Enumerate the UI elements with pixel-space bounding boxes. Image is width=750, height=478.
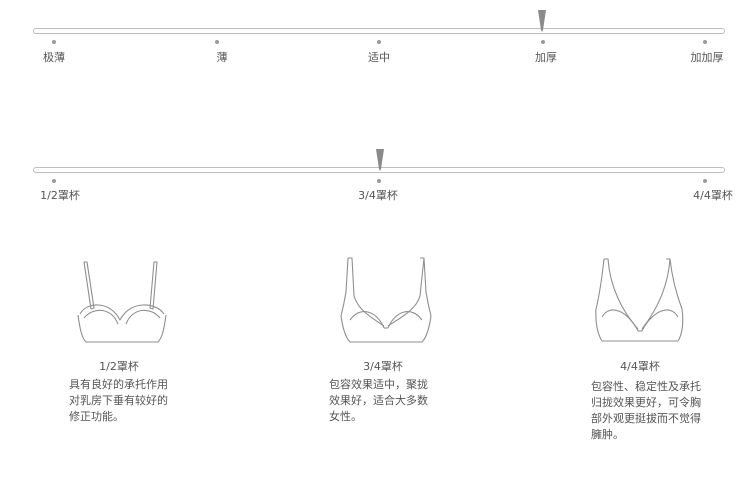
thickness-label-thin[interactable]: 薄 [216, 51, 228, 64]
card-title-full: 4/4罩杯 [620, 360, 660, 373]
thickness-pointer-icon[interactable] [537, 10, 547, 32]
half-cup-bra-icon [77, 261, 167, 343]
thickness-label-medium[interactable]: 适中 [368, 51, 390, 64]
cup-label-full[interactable]: 4/4罩杯 [693, 189, 733, 202]
card-title-three-quarter: 3/4罩杯 [363, 360, 403, 373]
thickness-dot-3 [377, 40, 381, 44]
card-title-half: 1/2罩杯 [99, 360, 139, 373]
cup-dot-3 [703, 179, 707, 183]
cup-pointer-icon[interactable] [375, 149, 385, 171]
thickness-label-extra-thick[interactable]: 加加厚 [690, 51, 724, 64]
thickness-dot-2 [215, 40, 219, 44]
cup-label-half[interactable]: 1/2罩杯 [40, 189, 80, 202]
full-cup-bra-icon [595, 258, 684, 342]
thickness-dot-5 [703, 40, 707, 44]
card-desc-full: 包容性、稳定性及承托 归拢效果更好，可令胸 部外观更挺拔而不觉得 臃肿。 [591, 380, 701, 441]
three-quarter-cup-bra-icon [340, 257, 432, 343]
cup-label-three-quarter[interactable]: 3/4罩杯 [358, 189, 398, 202]
cup-dot-2 [377, 179, 381, 183]
cup-dot-1 [52, 179, 56, 183]
card-desc-half: 具有良好的承托作用 对乳房下垂有较好的 修正功能。 [69, 378, 168, 423]
card-desc-three-quarter: 包容效果适中，聚拢 效果好，适合大多数 女性。 [329, 378, 428, 423]
thickness-label-thick[interactable]: 加厚 [535, 51, 557, 64]
thickness-label-extra-thin[interactable]: 极薄 [43, 51, 65, 64]
thickness-dot-1 [52, 40, 56, 44]
thickness-dot-4 [541, 40, 545, 44]
thickness-track [33, 28, 725, 34]
